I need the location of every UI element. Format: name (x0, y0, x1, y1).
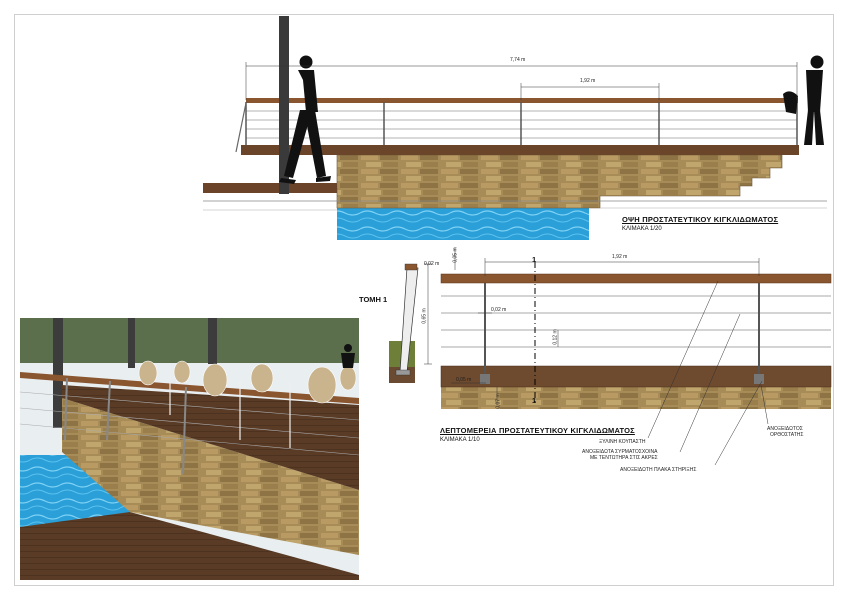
deck-left (203, 183, 337, 193)
detail-deck (440, 365, 832, 388)
elevation-dimensions (245, 62, 798, 100)
detail-title: ΛΕΠΤΟΜΕΡΕΙΑ ΠΡΟΣΤΑΤΕΥΤΙΚΟΥ ΚΙΓΚΛΙΔΩΜΑΤΟΣ (440, 426, 635, 435)
section-dim-top: 0,02 m (424, 261, 440, 267)
detail-view (440, 258, 832, 466)
elevation-stay (235, 102, 247, 153)
section-view (389, 248, 456, 383)
perspective-lower-deck (20, 512, 359, 580)
elevation-handrail (246, 98, 798, 103)
detail-scale: ΚΛΙΜΑΚΑ 1/10 (440, 437, 480, 443)
elevation-view (203, 16, 827, 240)
detail-handrail (440, 273, 832, 284)
section-dim-cap: 0,05 m (452, 247, 459, 263)
cafe-chairs (138, 360, 357, 404)
cafe-tables (169, 375, 291, 448)
elevation-dim-total: 7,74 m (510, 57, 526, 63)
deck-top (241, 145, 799, 155)
pool-water (337, 208, 589, 240)
elevation-scale: ΚΛΙΜΑΚΑ 1/20 (622, 226, 662, 232)
section-post (399, 267, 419, 373)
perspective-deck (62, 385, 359, 490)
section-dim-height: 0,65 m (421, 308, 428, 324)
detail-dim-span: 1,92 m (612, 254, 628, 260)
person-silhouette-right (783, 55, 824, 145)
detail-leader-lines (647, 280, 769, 466)
detail-cut-marker-bottom: 1 (532, 396, 537, 405)
perspective-handrail (20, 372, 359, 404)
trees-band (20, 318, 359, 363)
note-cables-line2: ΜΕ ΤΕΝΤΩΤΗΡΑ ΣΤΙΣ ΑΚΡΕΣ (590, 455, 658, 461)
tree-trunk (279, 16, 289, 194)
section-label: ΤΟΜΗ 1 (359, 295, 388, 304)
note-post-line1: ΑΝΟΞΕΙΔΩΤΟΣ (767, 426, 803, 432)
note-cables-line1: ΑΝΟΞΕΙΔΩΤΑ ΣΥΡΜΑΤΟΣΧΟΙΝΑ (582, 449, 658, 455)
detail-dim-bottom: 0,07 m (495, 393, 502, 409)
elevation-title: ΟΨΗ ΠΡΟΣΤΑΤΕΥΤΙΚΟΥ ΚΙΓΚΛΙΔΩΜΑΤΟΣ (622, 215, 779, 224)
section-dimensions (424, 248, 456, 365)
elevation-posts (245, 102, 798, 145)
sheet-border (14, 14, 834, 586)
note-handrail: ΞΥΛΙΝΗ ΚΟΥΠΑΣΤΗ (599, 439, 646, 445)
detail-dim-gap: 0,12 m (552, 329, 559, 345)
person-silhouette-left (279, 55, 331, 184)
detail-dimensions (451, 258, 760, 405)
perspective-posts (64, 377, 187, 475)
detail-dim-base: 0,05 m (456, 377, 472, 383)
detail-stone (441, 387, 831, 409)
section-handrail (404, 263, 418, 271)
detail-posts (484, 283, 760, 380)
detail-cut-marker-top: 1 (532, 255, 537, 264)
tree-trunks (53, 318, 217, 428)
perspective-view (19, 318, 360, 580)
perspective-wall (62, 398, 359, 555)
section-plate (395, 369, 411, 376)
detail-dim-post: 0,02 m (491, 307, 507, 313)
note-plate: ΑΝΟΞΕΙΔΩΤΗ ΠΛΑΚΑ ΣΤΗΡΙΞΗΣ (620, 467, 697, 473)
perspective-cables (19, 391, 360, 456)
note-post-line2: ΟΡΘΟΣΤΑΤΗΣ (770, 432, 804, 438)
elevation-dim-span: 1,92 m (580, 78, 596, 84)
perspective-person (341, 344, 355, 368)
detail-cables (441, 295, 831, 348)
detail-plates (480, 374, 764, 384)
stone-wall (336, 154, 783, 209)
